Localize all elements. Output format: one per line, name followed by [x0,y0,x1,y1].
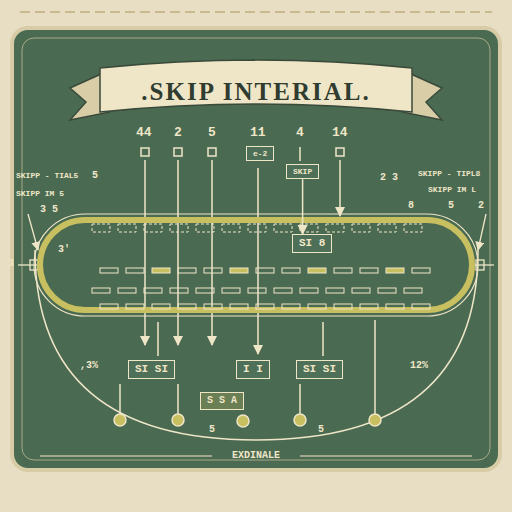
track-segment [126,304,144,309]
track-segment [300,224,318,232]
callout-label: 14 [332,126,348,140]
callout-label: 12% [410,360,428,371]
connector-arrow [302,179,304,234]
track-segment [256,304,274,309]
track-segment [248,224,266,232]
track-segment [170,288,188,293]
track-segment [152,304,170,309]
track-segment [412,268,430,273]
track-segment [230,268,248,273]
track-segment [274,288,292,293]
track-segment [126,268,144,273]
track-segment [360,304,378,309]
track-segment [334,268,352,273]
box-text: SI 8 [299,237,325,250]
callout-label: 5 [448,200,454,211]
callout-label: EXDINALE [232,450,280,461]
track-segment [282,304,300,309]
track-segment [282,268,300,273]
track-segment [92,224,110,232]
track-segment [144,288,162,293]
track-segment [386,304,404,309]
banner-title: .SKIP INTERIAL. [141,78,370,106]
track-segment [204,304,222,309]
box-text: SI SI [303,363,336,376]
track-segment [196,224,214,232]
label-box: e-2 [246,146,274,161]
box-text: I I [243,363,263,376]
track-segment [326,288,344,293]
callout-label: 5 [92,170,98,181]
callout-label: 11 [250,126,266,140]
track-segment [222,288,240,293]
track-segment [152,268,170,273]
track-segment [334,304,352,309]
callout-label: 2 3 [380,172,398,183]
track-segment [256,268,274,273]
callout-label: SKIPP IM L [428,186,476,195]
callout-label: 5 [208,126,216,140]
label-box: SKIP [286,164,319,179]
track-segment [378,224,396,232]
callout-label: 3 5 [40,204,58,215]
track-segment [274,224,292,232]
track-segment [352,224,370,232]
callout-label: SKIPP - TIAL5 [16,172,78,181]
label-box: SI SI [296,360,343,379]
strip-box: S S A [200,392,244,410]
label-box: I I [236,360,270,379]
track-segment [178,304,196,309]
track-segment [222,224,240,232]
label-box: SI 8 [292,234,332,253]
track-segment [326,224,344,232]
track-segment [412,304,430,309]
callout-label: ,3% [80,360,98,371]
track-segment [404,288,422,293]
callout-label: 2 [478,200,484,211]
track-segment [100,304,118,309]
track-segment [404,224,422,232]
callout-label: 2 [174,126,182,140]
track-segment [352,288,370,293]
track-segment [92,288,110,293]
track-segment [360,268,378,273]
track-segment [118,224,136,232]
track-segment [308,268,326,273]
track-segment [204,268,222,273]
track-segment [230,304,248,309]
callout-label: SKIPP - TIPL8 [418,170,480,179]
track-segment [248,288,266,293]
box-text: SI SI [135,363,168,376]
track-segment [144,224,162,232]
track-segment [300,288,318,293]
track-segment [308,304,326,309]
label-box: SI SI [128,360,175,379]
box-text: S S A [207,395,237,407]
callout-label: 4 [296,126,304,140]
track-segment [100,268,118,273]
callout-label: 44 [136,126,152,140]
track-segment [386,268,404,273]
callout-label: 3 [8,258,14,269]
track-segment [196,288,214,293]
track-segment [118,288,136,293]
callout-label: 5 [318,424,324,435]
track-segment [378,288,396,293]
callout-label: 3' [58,244,70,255]
callout-label: SKIPP IM 5 [16,190,64,199]
box-text: SKIP [293,167,312,176]
callout-label: 8 [408,200,414,211]
callout-label: 5 [209,424,215,435]
track-segment [178,268,196,273]
track-segment [170,224,188,232]
box-text: e-2 [253,149,267,158]
